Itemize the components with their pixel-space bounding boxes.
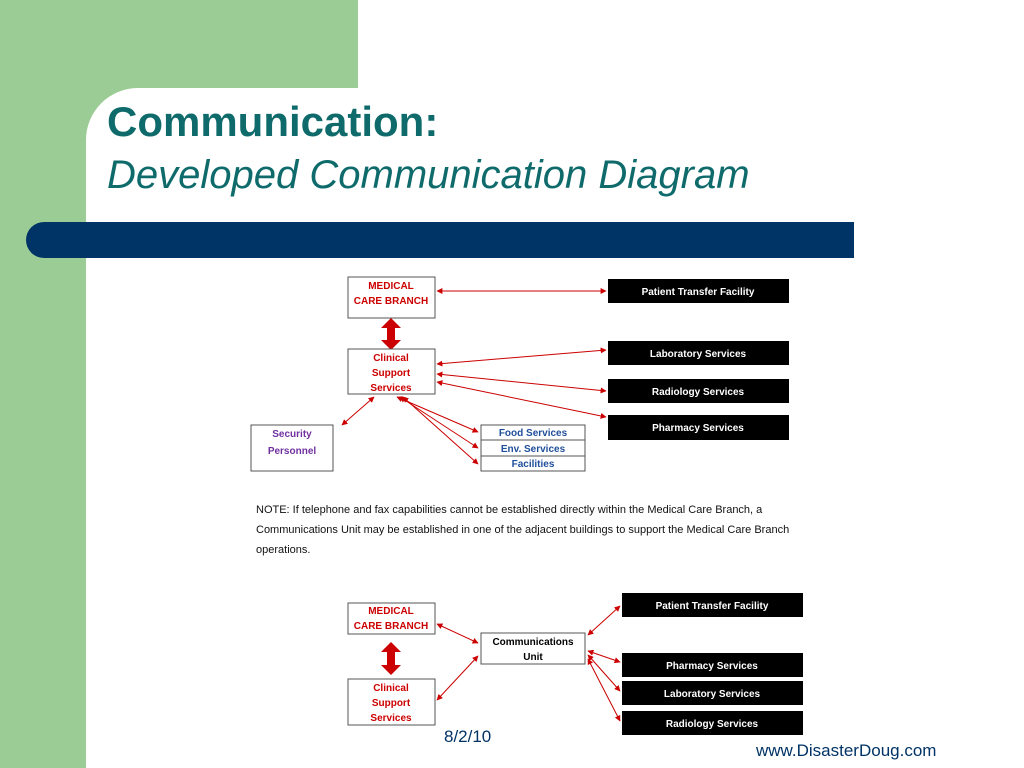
top-clinical-support-box: Clinical Support Services — [347, 348, 436, 395]
bottom-communications-unit-box: Communications Unit — [480, 632, 586, 665]
bottom-radiology-box: Radiology Services — [622, 711, 803, 735]
title-divider-bar — [26, 222, 854, 258]
top-env-label: Env. Services — [501, 444, 566, 455]
top-laboratory-label: Laboratory Services — [650, 349, 747, 360]
footer-website: www.DisasterDoug.com — [756, 741, 937, 760]
top-patient-transfer-box: Patient Transfer Facility — [608, 279, 789, 303]
bottom-patient-transfer-box: Patient Transfer Facility — [622, 593, 803, 617]
top-support-services-box: Food Services Env. Services Facilities — [480, 424, 586, 472]
top-pharmacy-label: Pharmacy Services — [652, 423, 744, 434]
bottom-connector-arrows — [436, 605, 621, 722]
bottom-cu-line2: Unit — [523, 652, 543, 663]
bottom-css-line2: Support — [372, 698, 411, 709]
bottom-clinical-support-box: Clinical Support Services — [347, 678, 436, 726]
top-security-box: Security Personnel — [250, 424, 334, 472]
top-css-line3: Services — [370, 383, 412, 394]
bottom-mcb-line2: CARE BRANCH — [354, 621, 428, 632]
bottom-pharmacy-box: Pharmacy Services — [622, 653, 803, 677]
bottom-patient-transfer-label: Patient Transfer Facility — [656, 601, 769, 612]
bottom-radiology-label: Radiology Services — [666, 719, 759, 730]
top-double-arrow — [381, 318, 401, 350]
top-patient-transfer-label: Patient Transfer Facility — [642, 287, 755, 298]
diagram-note: NOTE: If telephone and fax capabilities … — [256, 504, 790, 556]
bottom-mcb-line1: MEDICAL — [368, 606, 414, 617]
footer-date: 8/2/10 — [444, 727, 492, 746]
bottom-pharmacy-label: Pharmacy Services — [666, 661, 758, 672]
bottom-css-line1: Clinical — [373, 683, 409, 694]
top-mcb-line1: MEDICAL — [368, 281, 414, 292]
top-css-line2: Support — [372, 368, 411, 379]
top-security-line2: Personnel — [268, 446, 317, 457]
slide-title: Communication: — [107, 98, 439, 145]
bottom-css-line3: Services — [370, 713, 412, 724]
top-mcb-line2: CARE BRANCH — [354, 296, 428, 307]
bottom-laboratory-label: Laboratory Services — [664, 689, 761, 700]
top-facilities-label: Facilities — [512, 459, 555, 470]
bottom-double-arrow — [381, 642, 401, 675]
top-laboratory-box: Laboratory Services — [608, 341, 789, 365]
top-css-line1: Clinical — [373, 353, 409, 364]
top-food-label: Food Services — [499, 428, 568, 439]
bottom-cu-line1: Communications — [492, 637, 574, 648]
top-medical-care-branch-box: MEDICAL CARE BRANCH — [347, 276, 436, 319]
top-security-line1: Security — [272, 429, 312, 440]
top-connector-arrows — [341, 288, 607, 465]
bottom-medical-care-branch-box: MEDICAL CARE BRANCH — [347, 602, 436, 635]
top-pharmacy-box: Pharmacy Services — [608, 415, 789, 440]
top-radiology-box: Radiology Services — [608, 379, 789, 403]
bottom-laboratory-box: Laboratory Services — [622, 681, 803, 705]
slide-subtitle: Developed Communication Diagram — [107, 153, 750, 197]
top-radiology-label: Radiology Services — [652, 387, 745, 398]
